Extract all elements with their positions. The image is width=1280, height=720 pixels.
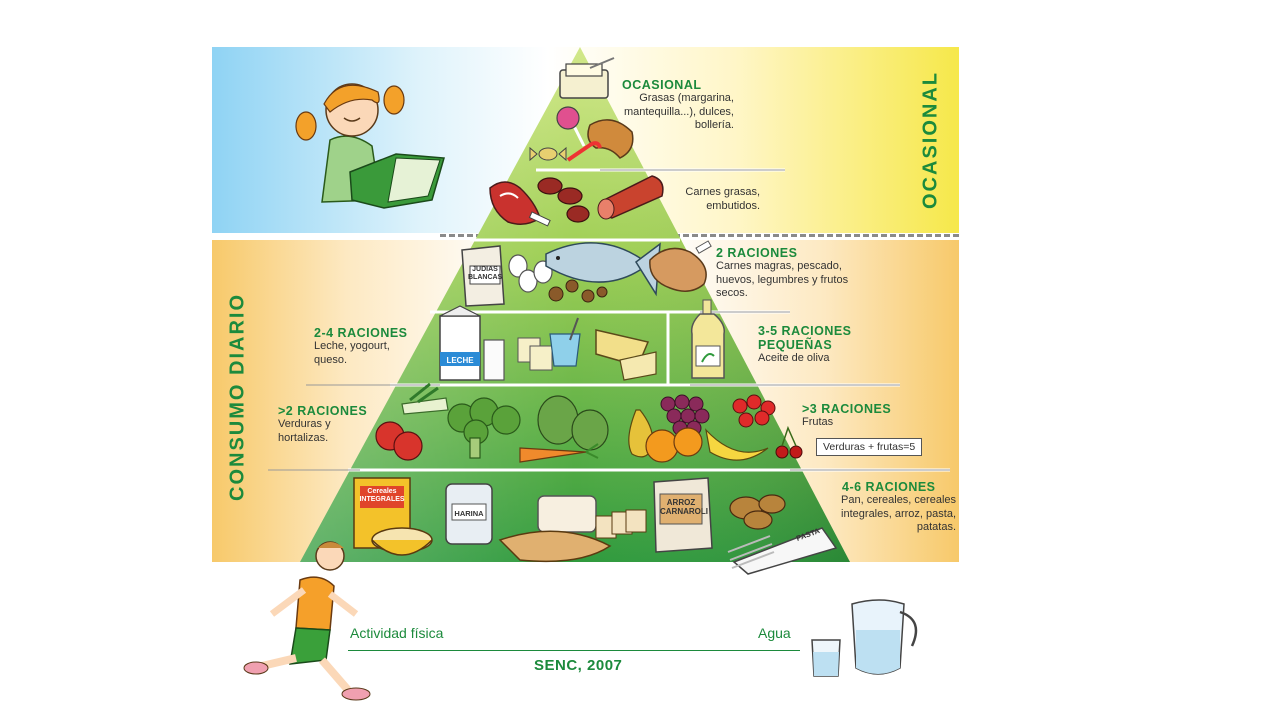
leek-icon — [401, 382, 449, 415]
lacteos-tier-title: 2-4 RACIONES — [314, 326, 408, 340]
candy-icon — [529, 146, 567, 162]
carrot-icon — [519, 443, 599, 463]
cereales-tier-label: 4-6 RACIONES Pan, cereales, cereales int… — [830, 480, 956, 535]
agua-label: Agua — [758, 625, 791, 641]
cereal-box-label: Cereales INTEGRALES — [359, 488, 405, 503]
salami-icon — [597, 175, 664, 220]
lollipop-icon — [556, 106, 586, 147]
yogurt-icon — [549, 317, 581, 367]
olive-oil-bottle-icon — [690, 299, 726, 379]
verduras-frutas-box: Verduras + frutas=5 — [816, 438, 923, 456]
lacteos-tier-desc: Leche, yogourt, queso. — [314, 340, 390, 366]
cheese-wedge-icon — [595, 329, 657, 381]
cereal-bowl-icon — [371, 527, 433, 556]
pasta-package-icon — [727, 527, 838, 575]
girl-reading-icon — [295, 83, 445, 209]
proteinas-tier-desc: Carnes magras, pescado, huevos, legumbre… — [716, 260, 849, 299]
candy-cane-icon — [566, 141, 602, 162]
milk-glass-icon — [483, 339, 505, 381]
dashed-separator — [440, 234, 959, 237]
verduras-tier-desc: Verduras y hortalizas. — [278, 418, 331, 444]
margarine-icon — [559, 57, 615, 99]
beans-bag-label: JUDIAS BLANCAS — [468, 266, 503, 281]
frutas-tier-desc: Frutas — [802, 416, 834, 428]
broccoli-icon — [447, 397, 521, 459]
chicken-icon — [649, 240, 712, 292]
ground-line — [348, 650, 800, 651]
frutas-tier-label: >3 RACIONES Frutas — [802, 402, 922, 430]
senc-credit: SENC, 2007 — [534, 657, 623, 674]
carnes-grasas-label: Carnes grasas, embutidos. — [685, 186, 760, 212]
fish-icon — [545, 242, 661, 297]
toast-icon — [595, 509, 647, 539]
verduras-tier-title: >2 RACIONES — [278, 404, 368, 418]
oranges-icon — [645, 427, 703, 463]
flour-jar-label: HARINA — [454, 509, 484, 518]
artichokes-icon — [537, 395, 609, 451]
nuts-icon — [548, 279, 608, 303]
water-jug-icon — [851, 599, 918, 675]
sausages-icon — [537, 177, 590, 223]
lacteos-tier-label: 2-4 RACIONES Leche, yogourt, queso. — [314, 326, 424, 367]
verduras-tier-label: >2 RACIONES Verduras y hortalizas. — [278, 404, 378, 445]
proteinas-tier-label: 2 RACIONES Carnes magras, pescado, huevo… — [716, 246, 866, 301]
proteinas-tier-title: 2 RACIONES — [716, 246, 798, 260]
rice-bag-icon — [653, 477, 713, 553]
milk-carton-label: LECHE — [446, 356, 474, 365]
bread-loaf-icon — [498, 495, 612, 563]
frutas-tier-title: >3 RACIONES — [802, 402, 892, 416]
banana-icon — [705, 428, 769, 461]
ocasional-side-title: OCASIONAL — [919, 71, 942, 209]
ocasional-tier-desc: Grasas (margarina, mantequilla...), dulc… — [623, 92, 734, 131]
potatoes-icon — [729, 494, 786, 530]
aceite-tier-title: 3-5 RACIONES PEQUEÑAS — [758, 324, 852, 352]
strawberries-icon — [732, 394, 776, 428]
beans-bag-icon — [461, 245, 505, 307]
boy-running-icon — [243, 541, 371, 701]
consumo-diario-side-title: CONSUMO DIARIO — [226, 293, 249, 501]
ocasional-tier-title: OCASIONAL — [622, 78, 702, 92]
cherries-icon — [775, 425, 803, 459]
rice-bag-label: ARROZ CARNAROLI — [660, 498, 708, 516]
aceite-tier-label: 3-5 RACIONES PEQUEÑAS Aceite de oliva — [758, 324, 868, 366]
cereales-tier-desc: Pan, cereales, cereales integrales, arro… — [841, 494, 956, 533]
tomatoes-icon — [375, 421, 423, 461]
ocasional-tier-label: OCASIONAL Grasas (margarina, mantequilla… — [622, 78, 772, 133]
water-glass-icon — [811, 639, 841, 677]
cereales-tier-title: 4-6 RACIONES — [842, 480, 936, 494]
cheese-slices-icon — [517, 337, 553, 371]
milk-carton-icon — [439, 305, 481, 381]
flour-jar-icon — [445, 483, 493, 545]
steak-icon — [489, 181, 551, 227]
aceite-tier-desc: Aceite de oliva — [758, 352, 830, 364]
actividad-fisica-label: Actividad física — [350, 625, 444, 641]
